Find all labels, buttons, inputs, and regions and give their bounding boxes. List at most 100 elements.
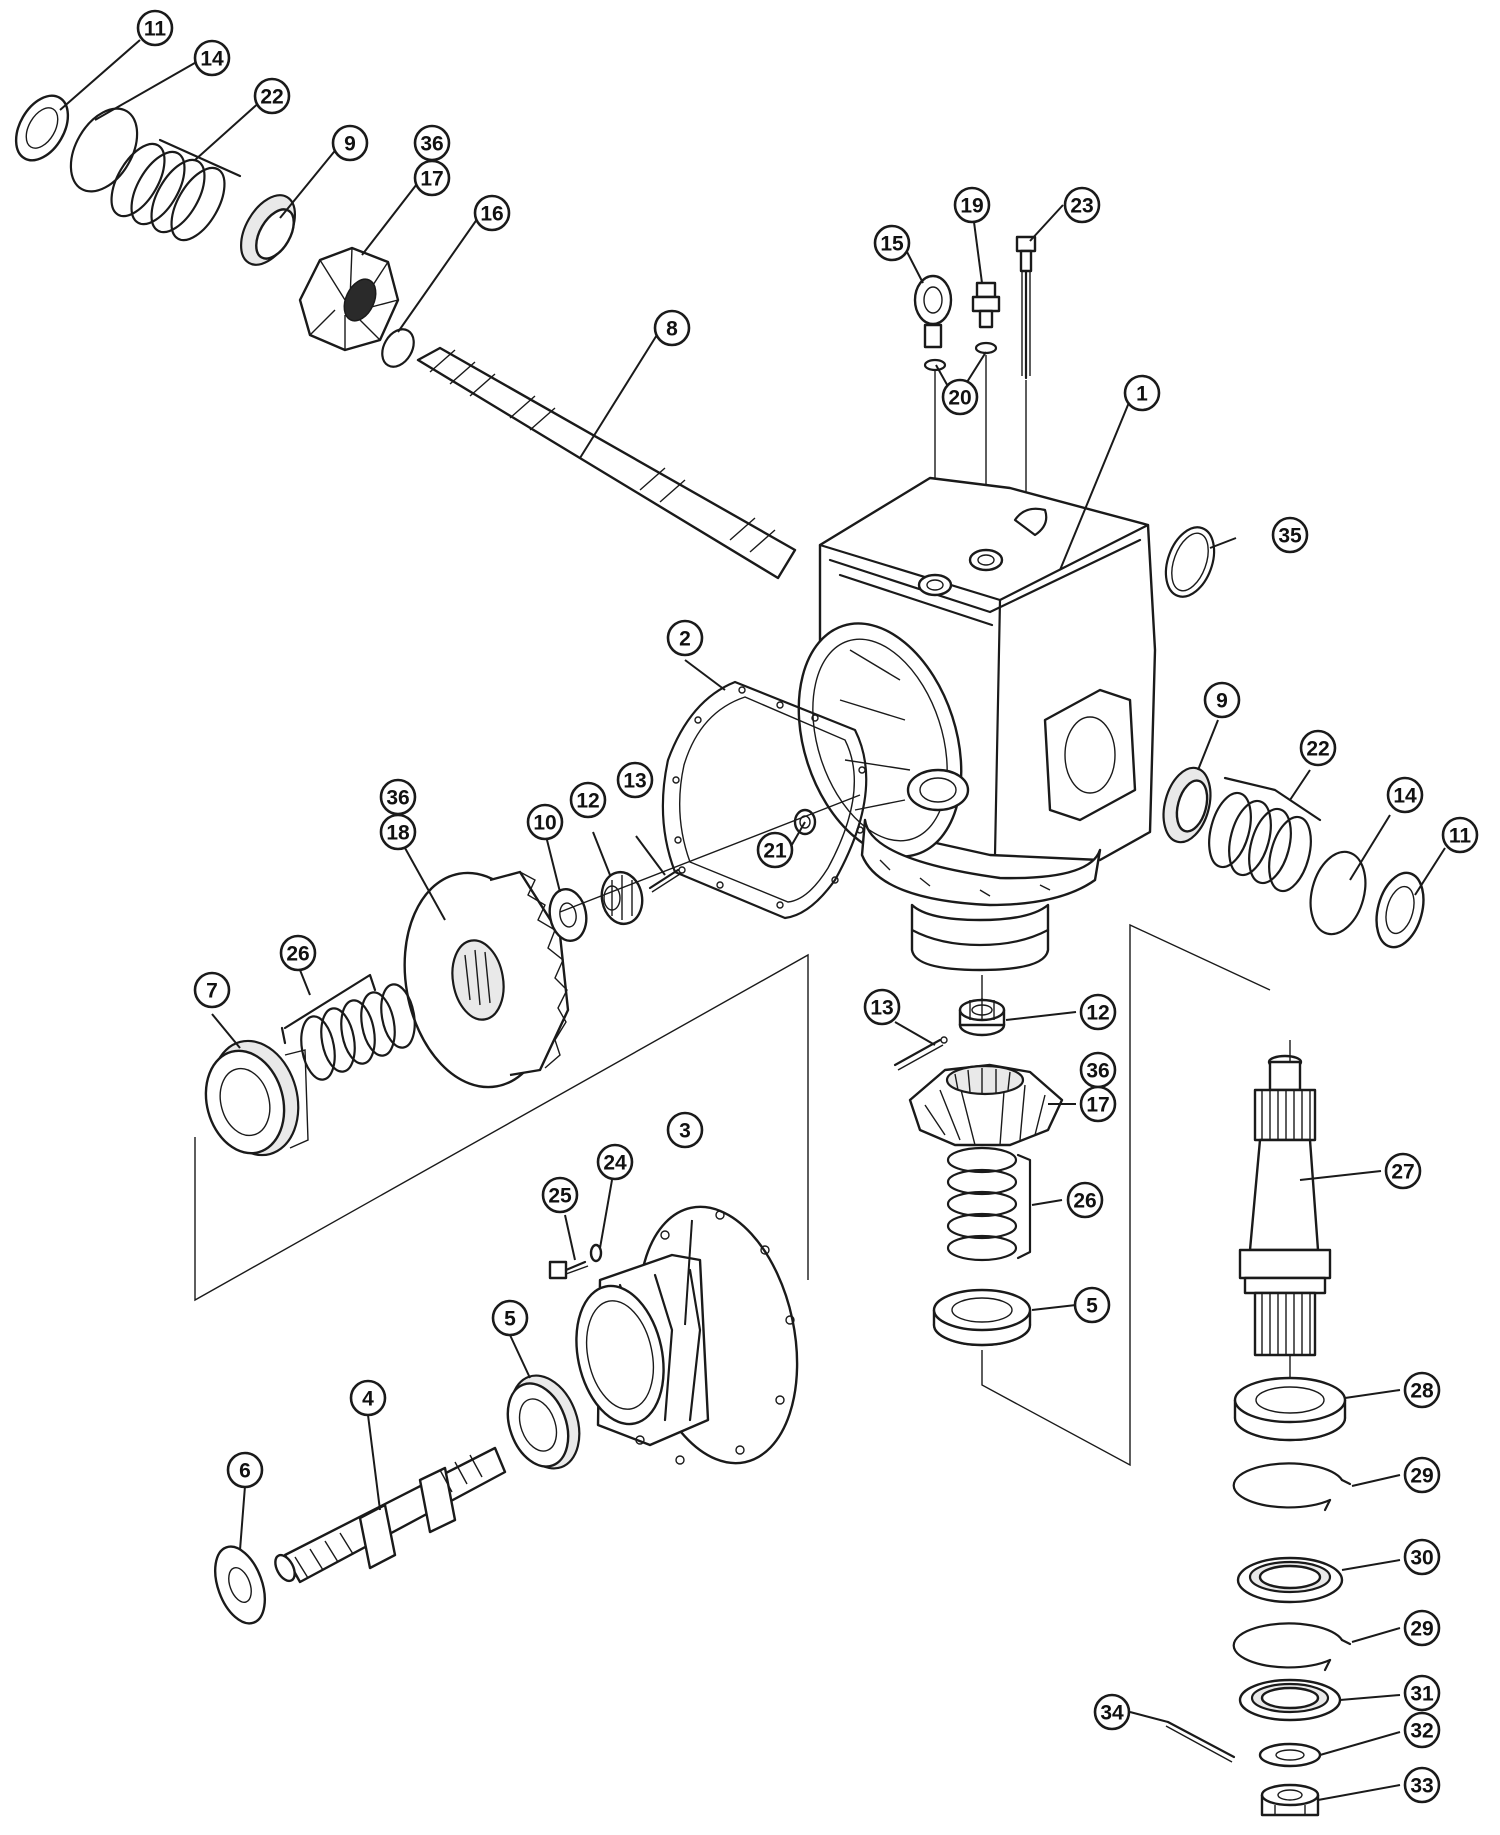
callout-35: 35 <box>1271 516 1309 554</box>
callout-5-left: 5 <box>491 1299 529 1337</box>
callout-5-center: 5 <box>1073 1286 1111 1324</box>
callout-26-left: 26 <box>279 934 317 972</box>
svg-text:13: 13 <box>870 997 893 1020</box>
callout-26-center: 26 <box>1066 1181 1104 1219</box>
shim-pack-26-left <box>280 973 416 1081</box>
bearing-7 <box>204 1039 309 1157</box>
guide-lines-left <box>194 794 861 1302</box>
ring-16 <box>381 328 415 368</box>
callout-25: 25 <box>541 1176 579 1214</box>
svg-text:17: 17 <box>420 168 443 191</box>
bearing-5-center <box>932 1288 1032 1347</box>
callout-1: 1 <box>1123 374 1161 412</box>
svg-text:12: 12 <box>1086 1002 1109 1025</box>
castle-nut-12-center <box>958 998 1006 1037</box>
svg-text:36: 36 <box>420 133 443 156</box>
callout-22-right: 22 <box>1299 729 1337 767</box>
guide-lines-center <box>981 923 1271 1467</box>
callout-17-top-left: 17 <box>413 159 451 197</box>
svg-text:23: 23 <box>1070 195 1093 218</box>
cotter-pin-34 <box>1165 1720 1236 1763</box>
washer-32 <box>1258 1742 1322 1768</box>
callout-36-left-gear: 36 <box>379 778 417 816</box>
seal-30 <box>1236 1556 1344 1604</box>
svg-text:31: 31 <box>1410 1683 1434 1706</box>
svg-text:11: 11 <box>144 18 167 41</box>
callout-8: 8 <box>653 309 691 347</box>
svg-text:27: 27 <box>1391 1161 1414 1184</box>
seal-31 <box>1238 1678 1342 1722</box>
bearing-28 <box>1233 1376 1347 1442</box>
callout-14-top-left: 14 <box>193 39 231 77</box>
cotter-pin-13-center <box>893 1036 948 1071</box>
svg-text:25: 25 <box>548 1185 572 1208</box>
svg-text:11: 11 <box>1449 825 1472 848</box>
input-shaft-4 <box>274 1446 507 1584</box>
callout-36-center: 36 <box>1079 1051 1117 1089</box>
svg-text:24: 24 <box>603 1152 627 1175</box>
washer-10 <box>548 888 588 942</box>
shim-pack-22-top <box>110 138 242 242</box>
svg-text:26: 26 <box>1073 1190 1096 1213</box>
svg-text:14: 14 <box>1393 785 1417 808</box>
callout-15: 15 <box>873 224 911 262</box>
o-ring-35 <box>1164 526 1216 598</box>
svg-text:35: 35 <box>1278 525 1302 548</box>
svg-text:12: 12 <box>576 790 599 813</box>
svg-text:36: 36 <box>1086 1060 1109 1083</box>
callout-36-top-left: 36 <box>413 124 451 162</box>
callout-12-center: 12 <box>1079 993 1117 1031</box>
callout-21: 21 <box>756 831 794 869</box>
callout-27: 27 <box>1384 1152 1422 1190</box>
svg-text:9: 9 <box>1216 690 1228 713</box>
svg-text:9: 9 <box>344 133 356 156</box>
svg-text:21: 21 <box>763 840 787 863</box>
bevel-gear-17-center <box>908 1063 1064 1147</box>
shim-pack-26-center <box>946 1146 1032 1262</box>
seal-11-top <box>14 94 70 162</box>
svg-text:15: 15 <box>880 233 904 256</box>
callout-10: 10 <box>526 803 564 841</box>
callout-29-lower: 29 <box>1403 1609 1441 1647</box>
callout-34: 34 <box>1093 1693 1131 1731</box>
callout-11-top-left: 11 <box>136 9 174 47</box>
callout-6: 6 <box>226 1451 264 1489</box>
housing-1 <box>797 476 1157 972</box>
svg-text:7: 7 <box>206 980 218 1003</box>
svg-text:4: 4 <box>362 1388 374 1411</box>
svg-text:13: 13 <box>623 770 646 793</box>
callout-14-right: 14 <box>1386 776 1424 814</box>
svg-text:29: 29 <box>1410 1618 1433 1641</box>
svg-text:22: 22 <box>260 86 283 109</box>
nut-33 <box>1260 1783 1320 1817</box>
callout-17-center: 17 <box>1079 1085 1117 1123</box>
bearing-9-right <box>1162 766 1212 844</box>
callout-12-left: 12 <box>569 781 607 819</box>
shim-pack-22-right <box>1208 776 1322 893</box>
shaft-8 <box>416 346 797 580</box>
callout-13-center: 13 <box>863 988 901 1026</box>
svg-text:6: 6 <box>239 1460 251 1483</box>
callout-18: 18 <box>379 813 417 851</box>
svg-text:28: 28 <box>1410 1380 1434 1403</box>
callout-23: 23 <box>1063 186 1101 224</box>
svg-text:22: 22 <box>1306 738 1329 761</box>
svg-text:16: 16 <box>480 203 503 226</box>
washer-24 <box>589 1243 603 1263</box>
seal-6 <box>214 1545 266 1625</box>
callout-31: 31 <box>1403 1674 1441 1712</box>
plug-19 <box>971 281 1001 329</box>
leader-lines <box>59 39 1446 1801</box>
callout-30: 30 <box>1403 1538 1441 1576</box>
callout-9-right: 9 <box>1203 681 1241 719</box>
svg-text:3: 3 <box>679 1120 691 1143</box>
svg-text:19: 19 <box>960 195 983 218</box>
snap-ring-14-right <box>1309 850 1367 936</box>
svg-text:8: 8 <box>666 318 678 341</box>
callout-2: 2 <box>666 619 704 657</box>
svg-text:10: 10 <box>533 812 556 835</box>
castle-nut-12-left <box>600 870 644 926</box>
snap-ring-29-upper <box>1232 1462 1352 1512</box>
svg-text:36: 36 <box>386 787 409 810</box>
